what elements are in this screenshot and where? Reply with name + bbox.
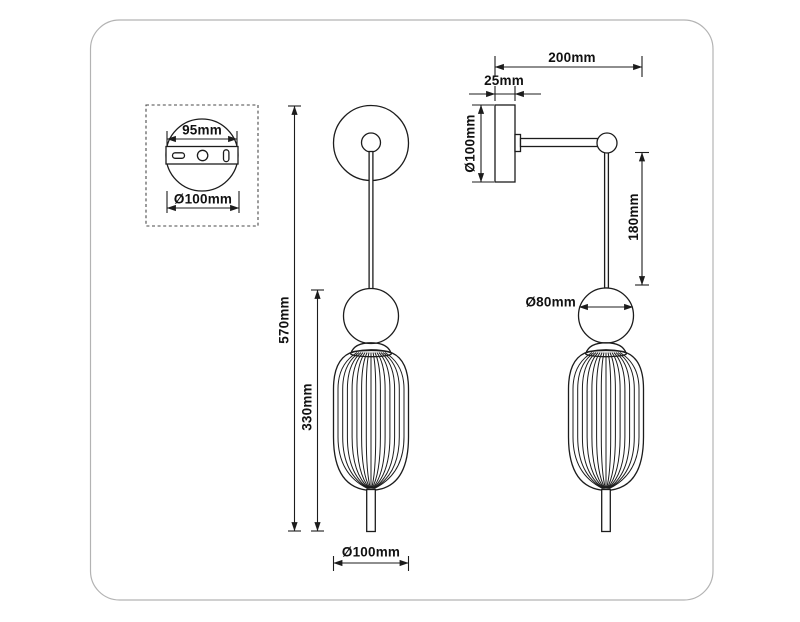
dim-label-25mm: 25mm (484, 73, 524, 88)
dim-label-330mm: 330mm (300, 383, 315, 431)
side-wall-plate (494, 104, 516, 183)
side-collar-rim (584, 349, 628, 358)
side-view: 200mm 25mm Ø100mm 180mm Ø80mm (463, 50, 649, 533)
dim-label-200mm: 200mm (548, 50, 596, 65)
dim-label-detail-95mm: 95mm (182, 123, 222, 138)
dim-detail-95mm: 95mm (166, 123, 238, 146)
dim-label-570mm: 570mm (277, 296, 292, 344)
front-sphere (342, 287, 400, 345)
front-view: 570mm 330mm Ø100mm (277, 104, 410, 571)
dim-front-100mm: Ø100mm (332, 545, 410, 571)
front-hub (360, 132, 382, 153)
dim-330mm: 330mm (300, 289, 324, 532)
dim-80mm: Ø80mm (525, 295, 634, 311)
dim-200mm: 200mm (494, 50, 643, 77)
side-ball-joint (596, 132, 618, 154)
dim-detail-100mm: Ø100mm (166, 191, 240, 213)
side-sphere (577, 287, 635, 344)
dim-570mm: 570mm (277, 105, 301, 532)
side-arm (519, 137, 599, 148)
ribs-side (572, 352, 640, 489)
detail-box (145, 104, 259, 227)
side-stem (603, 151, 610, 289)
dim-25mm: 25mm (469, 73, 541, 101)
side-arm-flange (514, 133, 522, 153)
front-stem (368, 150, 374, 290)
side-collar-dome (585, 342, 627, 354)
dim-180mm: 180mm (626, 151, 649, 286)
front-collar-dome (350, 342, 392, 354)
mounting-plate-detail: 95mm Ø100mm (145, 104, 259, 227)
ribs-front (337, 352, 405, 489)
detail-hole-center (196, 149, 209, 162)
dim-side-100mm: Ø100mm (463, 104, 494, 183)
dim-label-180mm: 180mm (626, 193, 641, 241)
detail-slot-right (222, 149, 230, 163)
front-collar-rim (349, 349, 393, 358)
side-bottom-rod (601, 488, 611, 533)
dim-label-front-100mm: Ø100mm (342, 545, 400, 560)
dim-label-detail-100mm: Ø100mm (174, 192, 232, 207)
front-bottom-rod (366, 488, 376, 533)
detail-mount-bar (165, 145, 239, 165)
dim-label-side-100mm: Ø100mm (463, 114, 478, 172)
dim-label-80mm: Ø80mm (525, 295, 576, 310)
detail-slot-left (171, 152, 186, 159)
drawing-border (89, 19, 714, 601)
